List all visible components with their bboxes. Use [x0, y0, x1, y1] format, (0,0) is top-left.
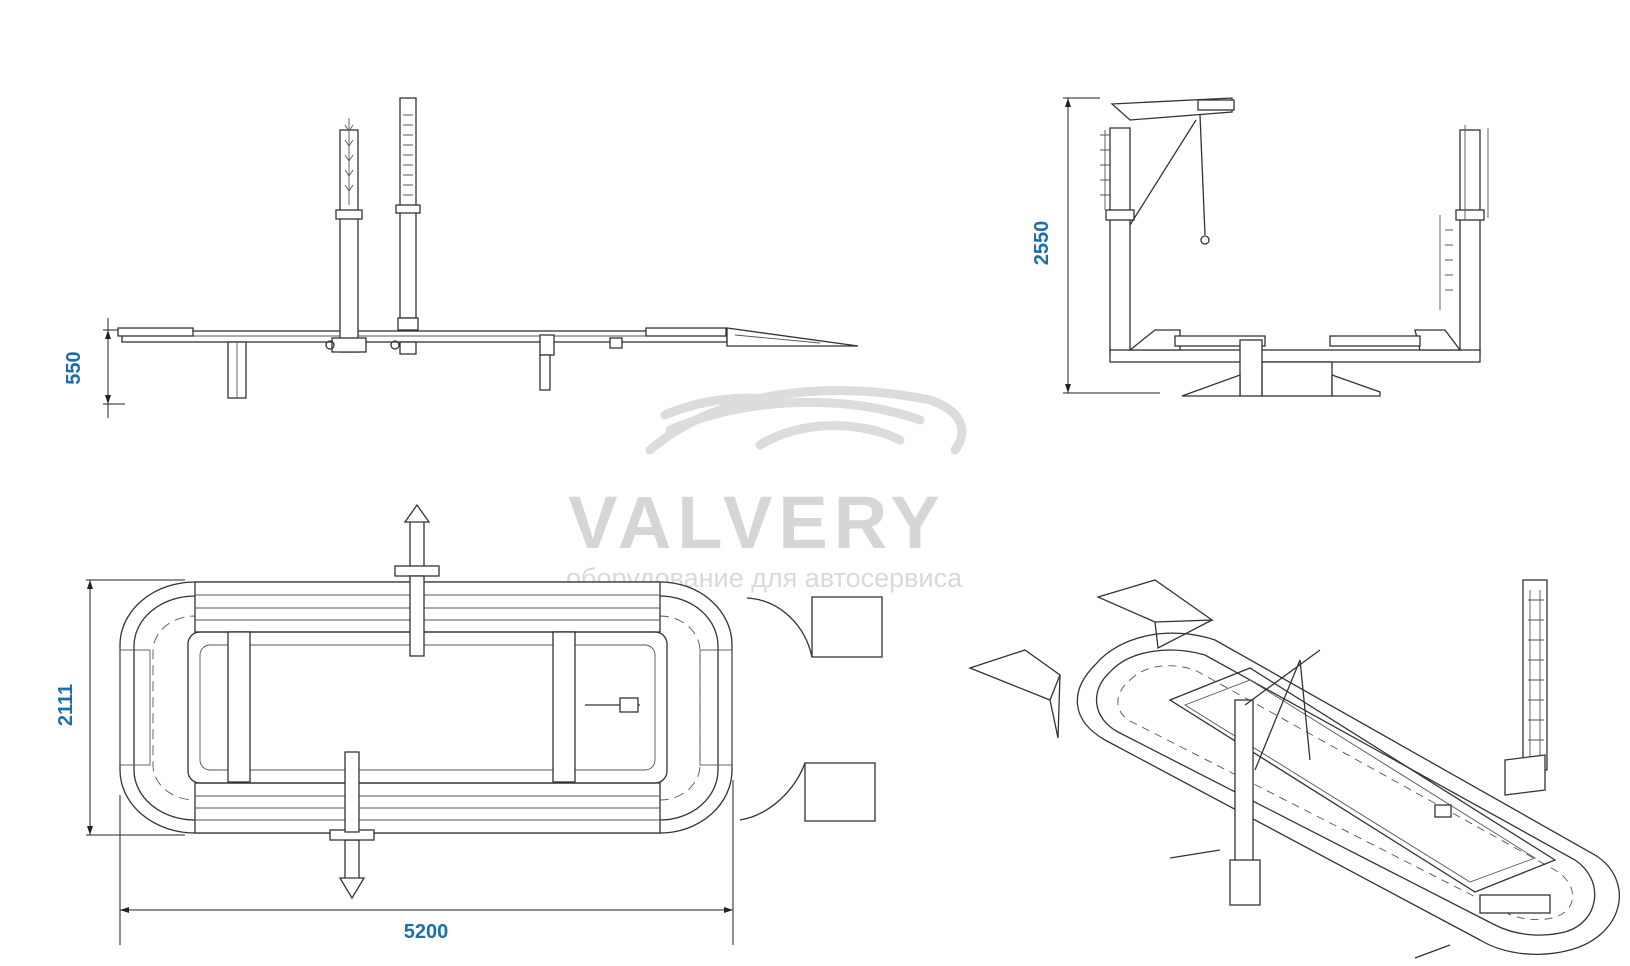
dimension-top-length: 5200: [119, 780, 734, 945]
dimension-label-550: 550: [63, 351, 85, 384]
dimension-label-5200: 5200: [404, 921, 449, 943]
iso-ramp-2: [968, 649, 1061, 739]
iso-ramp-1: [1096, 579, 1214, 650]
dimension-front-height: 2550: [1031, 97, 1160, 394]
ramp-top: [746, 596, 883, 658]
dimension-side-height: 550: [63, 318, 125, 418]
front-view: 2550: [1031, 97, 1489, 397]
dimension-label-2111: 2111: [55, 684, 77, 726]
watermark-brand: VALVERY: [568, 481, 946, 564]
watermark: VALVERY оборудование для автосервиса: [566, 386, 967, 593]
dimension-top-width: 2111: [55, 579, 185, 836]
side-view: 550: [63, 97, 859, 418]
isometric-view: [968, 579, 1620, 959]
dimension-label-2550: 2550: [1031, 221, 1053, 266]
ramp-bottom: [739, 762, 876, 822]
top-view: 2111 5200: [55, 503, 883, 945]
watermark-car-logo: [645, 386, 967, 455]
